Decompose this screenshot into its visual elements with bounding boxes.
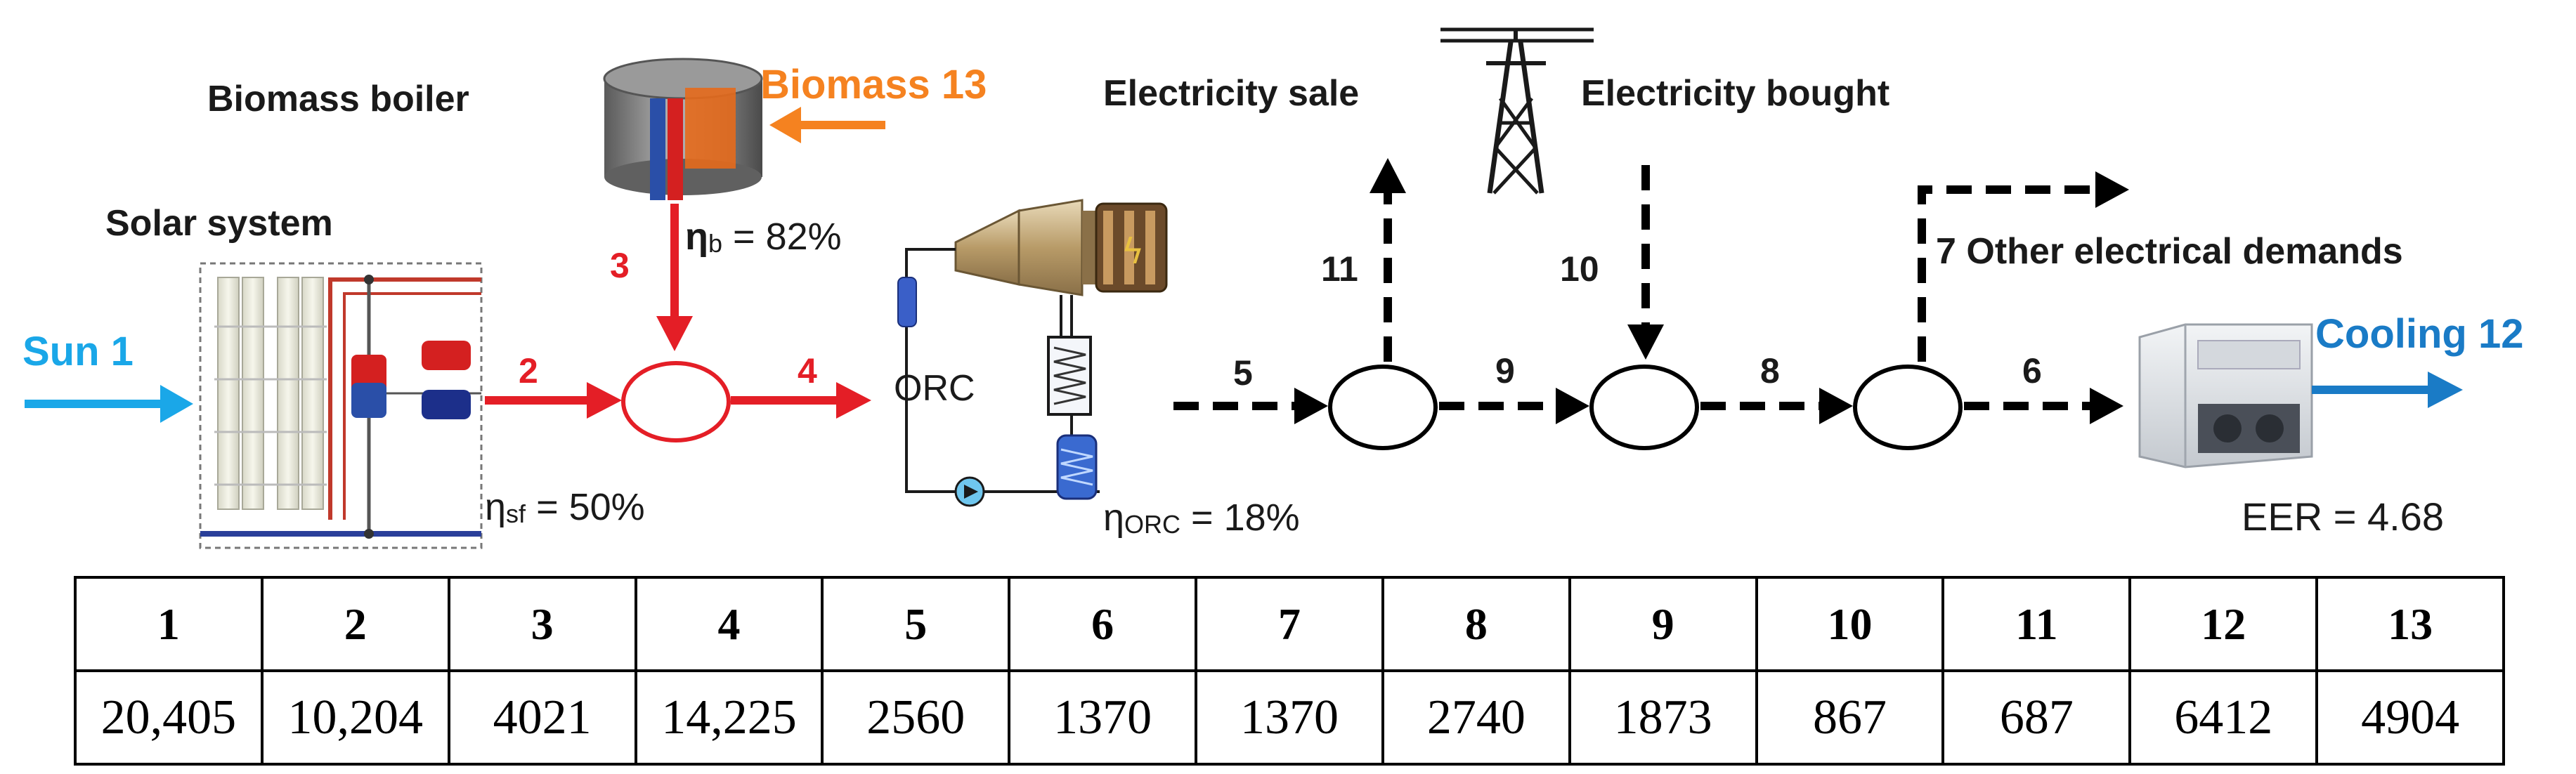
table-header-cell: 12 [2128,576,2319,672]
table-value-cell: 1370 [1008,669,1198,766]
biomass-input-arrow [769,107,885,143]
other-demands-label: 7 Other electrical demands [1936,231,2403,272]
table-header-cell: 11 [1941,576,2132,672]
svg-text:ϟ: ϟ [1121,231,1145,272]
orc-condenser-icon [1056,434,1098,500]
orc-efficiency: ηORC = 18% [1103,497,1300,539]
table-value-cell: 4021 [447,669,637,766]
flow-11-label: 11 [1321,249,1358,289]
recuperator-coil-icon [1053,346,1086,405]
flow-2-arrow [485,382,622,419]
table-header-cell: 1 [74,576,264,672]
table-value-cell: 1370 [1195,669,1384,766]
chiller-eer: EER = 4.68 [2242,494,2444,539]
sun-input-label: Sun 1 [22,329,134,374]
electricity-node-bought [1589,365,1699,450]
table-header-row: 1 2 3 4 5 6 7 8 9 10 11 12 13 [74,576,2505,672]
flow-2-label: 2 [519,351,538,391]
flow-3-label: 3 [610,246,630,285]
electricity-bought-label: Electricity bought [1581,73,1889,114]
flow-10-arrow [1627,165,1664,360]
table-header-cell: 4 [634,576,824,672]
electricity-node-sale [1328,365,1438,450]
table-value-cell: 1873 [1568,669,1758,766]
table-value-cell: 867 [1755,669,1945,766]
flow-9-label: 9 [1495,351,1515,391]
orc-label: ORC [894,368,975,409]
electricity-sale-label: Electricity sale [1103,73,1359,114]
solar-system-label: Solar system [105,203,333,244]
table-header-cell: 9 [1568,576,1758,672]
table-header-cell: 7 [1195,576,1384,672]
flow-9-arrow [1439,388,1589,424]
table-header-cell: 2 [260,576,450,672]
flow-8-label: 8 [1760,351,1780,391]
solar-system-icon [199,262,483,549]
orc-heat-exchanger-left-icon [897,277,917,327]
power-pylon-icon [1440,27,1594,195]
flow-6-arrow [1964,388,2123,424]
table-value-cell: 6412 [2128,669,2319,766]
table-value-cell: 4904 [2315,669,2505,766]
electricity-node-demand [1853,365,1963,450]
energy-flow-diagram: Biomass boiler Solar system Biomass 13 3… [22,27,2523,549]
cooling-output-label: Cooling 12 [2315,311,2523,357]
orc-turbine-icon: ϟ [954,199,1168,296]
flow-4-arrow [731,382,871,419]
table-header-cell: 8 [1381,576,1571,672]
flow-6-label: 6 [2022,351,2042,391]
table-value-cell: 2740 [1381,669,1571,766]
boiler-efficiency: ηb = 82% [685,216,842,258]
biomass-boiler-icon [603,58,763,200]
solar-efficiency: ηsf = 50% [485,486,645,528]
flow-3-arrow [656,204,693,351]
table-value-cell: 14,225 [634,669,824,766]
flow-5-arrow [1173,388,1328,424]
thermal-mixing-node [621,361,731,442]
table-header-cell: 6 [1008,576,1198,672]
table-header-cell: 5 [821,576,1011,672]
flow-4-label: 4 [798,351,817,391]
orc-pump-icon [954,476,985,507]
table-value-cell: 687 [1941,669,2132,766]
table-value-cell: 2560 [821,669,1011,766]
cooling-output-arrow [2312,372,2463,408]
table-header-cell: 10 [1755,576,1945,672]
flow-10-label: 10 [1560,249,1599,289]
chiller-unit-icon [2138,323,2313,468]
table-header-cell: 13 [2315,576,2505,672]
table-value-cell: 20,405 [74,669,264,766]
table-header-cell: 3 [447,576,637,672]
biomass-boiler-label: Biomass boiler [207,79,469,119]
flow-7-arrow [1918,171,2129,362]
biomass-input-label: Biomass 13 [760,62,987,107]
flow-5-label: 5 [1233,353,1253,393]
flow-values-table: 1 2 3 4 5 6 7 8 9 10 11 12 13 20,405 10,… [74,576,2505,766]
flow-11-arrow [1370,158,1406,362]
table-row: 20,405 10,204 4021 14,225 2560 1370 1370… [74,669,2505,766]
table-value-cell: 10,204 [260,669,450,766]
flow-8-arrow [1700,388,1853,424]
sun-input-arrow [25,385,193,423]
